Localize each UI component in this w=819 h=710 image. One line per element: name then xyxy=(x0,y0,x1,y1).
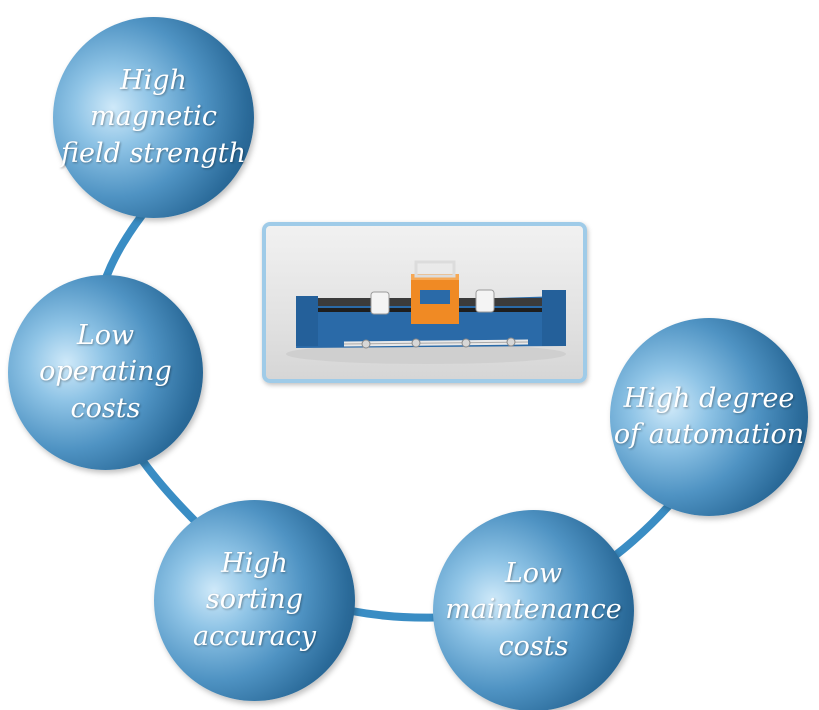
feature-bubble-magnetic-field: High magnetic field strength xyxy=(53,17,254,218)
valve-2 xyxy=(411,338,421,348)
logo-plate xyxy=(420,290,450,304)
feature-label: High degree of automation xyxy=(613,382,805,450)
machine-end-left xyxy=(296,296,318,346)
valve-1 xyxy=(361,339,371,349)
feature-label: High magnetic field strength xyxy=(61,64,246,169)
magnetic-separator-illustration xyxy=(286,260,566,364)
roller-left xyxy=(370,291,390,315)
machine-photo xyxy=(262,222,587,383)
feature-bubble-maintenance-costs: Low maintenance costs xyxy=(433,510,634,710)
feature-bubble-automation: High degree of automation xyxy=(610,318,808,516)
valve-3 xyxy=(461,338,471,348)
feature-label: Low operating costs xyxy=(39,319,172,424)
feature-label: High sorting accuracy xyxy=(192,547,317,652)
floor-shadow xyxy=(286,344,566,364)
feature-bubble-operating-costs: Low operating costs xyxy=(8,275,203,470)
lifting-frame xyxy=(414,260,456,278)
machine-end-right xyxy=(542,290,566,346)
pipe-edge xyxy=(343,341,529,345)
feature-label: Low maintenance costs xyxy=(445,557,622,662)
feature-bubble-sorting-accuracy: High sorting accuracy xyxy=(154,500,355,701)
roller-right xyxy=(475,289,495,313)
valve-4 xyxy=(506,337,516,347)
